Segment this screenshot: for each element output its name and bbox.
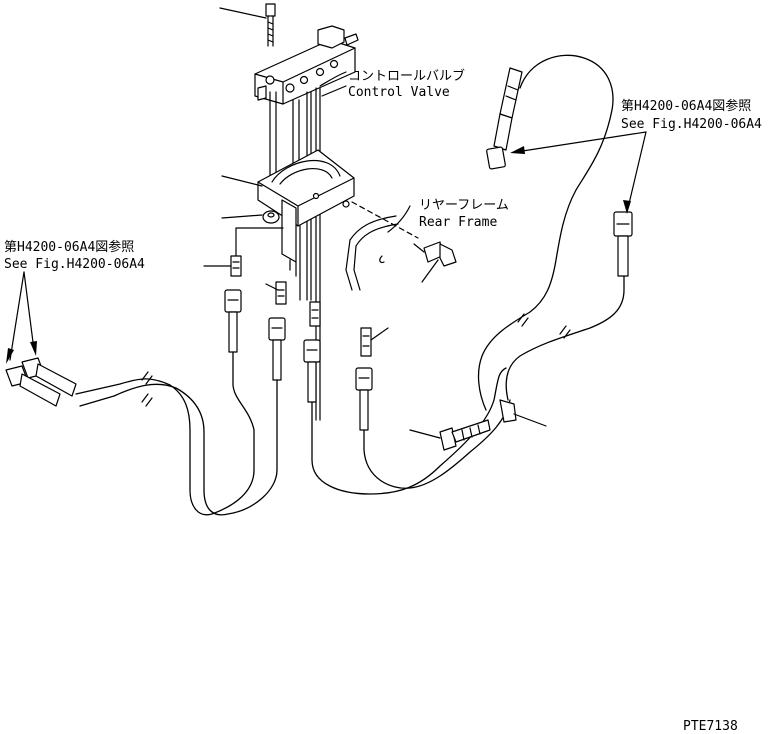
clamp-bolt [409, 419, 491, 451]
hose-fitting-2 [268, 317, 286, 381]
frame-bolt [413, 241, 457, 283]
hose-end-left-upper [21, 357, 77, 397]
hose-end-left-lower [5, 365, 61, 407]
leader-rear-frame [387, 205, 411, 233]
control-valve [254, 25, 359, 105]
valve-bracket [221, 149, 355, 263]
label-control-valve-jp: コントロールバルブ [348, 68, 465, 84]
hose-right-long [477, 54, 625, 411]
adapter-3 [309, 301, 321, 327]
adapter-2 [265, 281, 287, 305]
adapter-4 [360, 327, 389, 357]
hose-fitting-right-top [486, 67, 523, 170]
ref-arrows-left [6, 271, 37, 364]
ref-arrows-right [510, 131, 647, 214]
leader-control-valve [319, 71, 347, 97]
label-ref-right-jp: 第H4200-06A4図参照 [621, 98, 751, 114]
hose-fitting-3 [303, 339, 321, 403]
valve-mount-rods [269, 87, 321, 421]
hose-fitting-right-lower [613, 211, 633, 277]
drawing-code: PTE7138 [683, 719, 738, 734]
label-rear-frame-en: Rear Frame [419, 215, 497, 230]
mounting-bolt-top [219, 3, 276, 47]
rear-frame [345, 201, 419, 291]
label-control-valve-en: Control Valve [348, 85, 450, 100]
hose-fitting-4 [355, 367, 373, 431]
adapter-1 [203, 255, 242, 277]
label-ref-right-en: See Fig.H4200-06A4 [621, 117, 762, 132]
washer [221, 210, 280, 224]
label-ref-left-en: See Fig.H4200-06A4 [4, 257, 145, 272]
hose-fitting-1 [224, 289, 242, 353]
label-rear-frame-jp: リヤーフレーム [419, 198, 509, 213]
bracket-drop-lines [235, 225, 301, 301]
hose-center-pair [311, 367, 511, 495]
hose-left-pair [75, 351, 278, 516]
hose-clamp [499, 399, 547, 427]
label-ref-left-jp: 第H4200-06A4図参照 [4, 239, 134, 255]
